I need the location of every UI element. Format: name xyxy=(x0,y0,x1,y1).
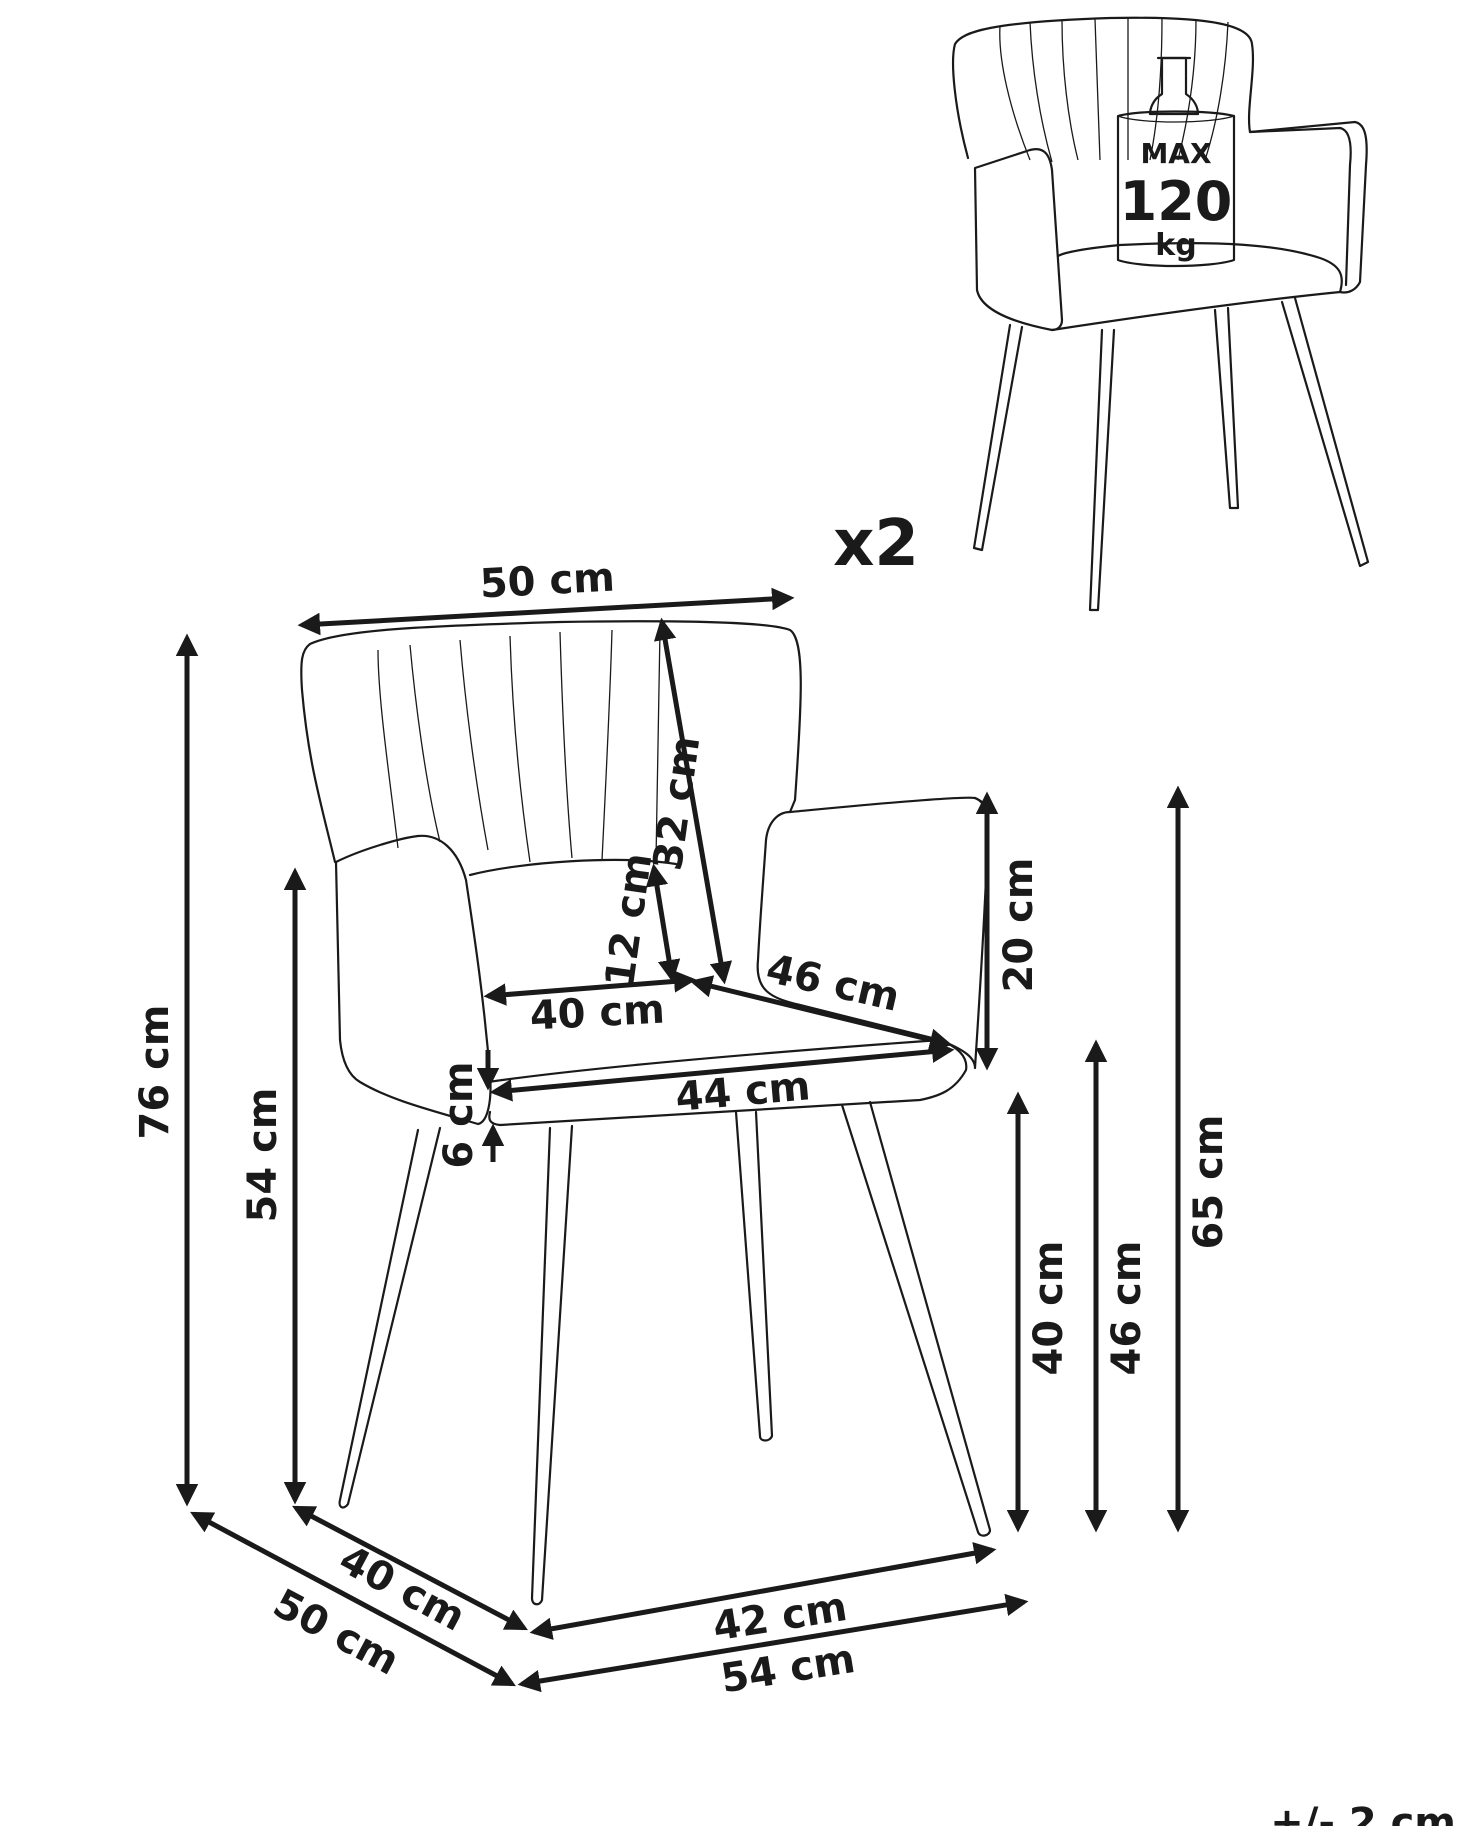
main-chair-drawing xyxy=(300,620,992,1606)
label-seat-height: 46 cm xyxy=(1104,1241,1150,1376)
max-label: MAX xyxy=(1140,137,1212,170)
max-load-icon xyxy=(1116,56,1236,268)
small-chair-backrest xyxy=(952,16,1368,294)
max-weight-unit: kg xyxy=(1155,228,1196,263)
label-armrest-20: 20 cm xyxy=(996,858,1042,993)
main-chair-channels xyxy=(377,629,661,863)
label-thickness: 6 cm xyxy=(436,1061,482,1168)
main-chair-legs xyxy=(338,1100,992,1606)
dim-arrow-back-width xyxy=(297,587,795,636)
small-chair-right-arm xyxy=(1248,126,1352,287)
small-chair-seat xyxy=(1050,241,1343,332)
dim-arrow-total-width xyxy=(517,1593,1029,1693)
dimension-lines xyxy=(175,587,1190,1693)
dim-arrow-backrest xyxy=(653,617,733,985)
dim-arrow-cushion xyxy=(645,863,681,983)
label-height-40: 40 cm xyxy=(1026,1241,1072,1376)
label-total-height: 76 cm xyxy=(132,1005,178,1140)
label-height-54: 54 cm xyxy=(240,1088,286,1223)
dim-arrow-total-depth xyxy=(190,1511,516,1687)
small-chair-channels xyxy=(999,17,1229,163)
label-armrest-65: 65 cm xyxy=(1186,1115,1232,1250)
dim-arrow-seat-40 xyxy=(483,970,697,1006)
dim-arrow-seat-44 xyxy=(489,1040,955,1102)
small-chair-drawing: MAX 120 kg xyxy=(952,16,1370,612)
max-weight-value: 120 xyxy=(1120,170,1233,233)
main-chair-cushion xyxy=(468,858,678,877)
dim-arrow-seat-depth xyxy=(689,975,953,1051)
tolerance-note: +/- 2 cm xyxy=(1270,1800,1456,1826)
label-seat-40: 40 cm xyxy=(529,987,666,1040)
main-chair-backrest xyxy=(300,620,990,864)
small-chair-legs xyxy=(972,296,1370,612)
label-seat-depth: 46 cm xyxy=(762,946,904,1021)
quantity-label: x2 xyxy=(833,507,919,581)
label-cushion: 12 cm xyxy=(597,850,661,990)
label-back-width: 50 cm xyxy=(479,555,616,608)
small-chair-left-arm xyxy=(973,148,1064,332)
